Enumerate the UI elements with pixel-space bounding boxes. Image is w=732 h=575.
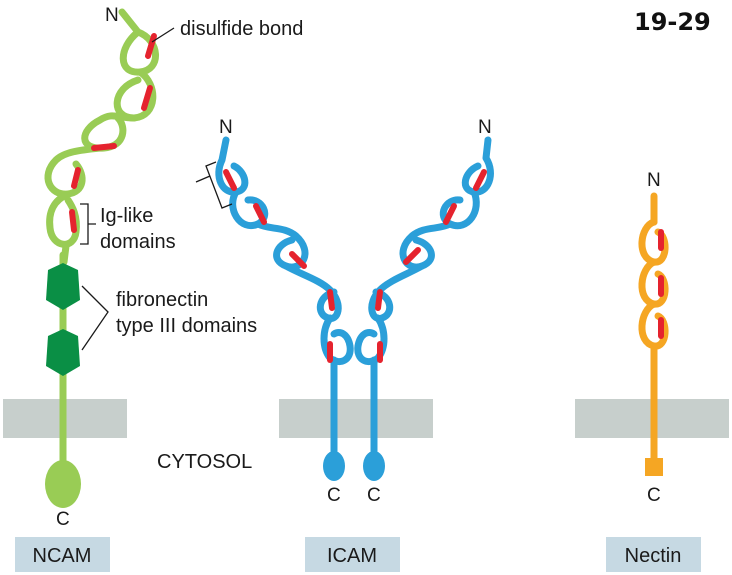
figure-number: 19-29	[634, 8, 711, 36]
ncam-disulfide-4	[71, 167, 81, 189]
icam-disulfide-8	[403, 247, 421, 265]
icam-disulfide-2	[253, 203, 267, 225]
cytosol-label: CYTOSOL	[157, 451, 252, 473]
ncam-disulfide-2	[141, 85, 153, 111]
annotations: disulfide bond Ig-like domains fibronect…	[80, 18, 303, 473]
ncam-caption-box	[15, 537, 110, 572]
nectin-backbone	[638, 192, 669, 464]
icam-disulfide-1	[223, 169, 237, 191]
icam-left-ig-3	[254, 220, 309, 271]
nectin-n-terminus: N	[647, 170, 661, 191]
ncam-ig-domain-3	[81, 112, 138, 152]
icam-backbone	[215, 136, 494, 464]
icam-left-ig-4	[282, 262, 342, 322]
icam-disulfide-4	[327, 289, 335, 311]
disulfide-bond-leader	[151, 27, 175, 43]
ncam-disulfide-3	[91, 143, 117, 151]
ig-like-bracket	[80, 203, 96, 245]
nectin-caption-box	[606, 537, 701, 572]
fibronectin-label-line1: fibronectin	[116, 289, 208, 311]
icam-caption: ICAM	[327, 545, 377, 567]
icam-n-terminus-left: N	[219, 117, 233, 138]
icam-disulfide-9	[375, 289, 383, 311]
icam-tail-left	[323, 451, 345, 481]
termini-labels: N C N N C C N C	[56, 5, 661, 530]
icam-right-ig-3	[399, 220, 454, 271]
ncam-disulfide-1	[145, 33, 157, 59]
icam-disulfide-bonds	[223, 169, 487, 363]
icam-right-ig-5	[354, 314, 388, 365]
ncam-ig-link	[60, 242, 70, 266]
ncam-disulfide-5	[69, 209, 77, 233]
ncam-n-terminus: N	[105, 5, 119, 26]
icam-right-ig-4	[368, 262, 426, 322]
ncam-disulfide-bonds	[69, 33, 157, 233]
ncam-fibronectin-domains	[46, 263, 80, 376]
icam-left-ig-5	[320, 314, 354, 365]
icam-caption-box	[305, 537, 400, 572]
ncam-caption: NCAM	[33, 545, 92, 567]
fibronectin-label-line2: type III domains	[116, 315, 257, 337]
plasma-membrane	[3, 399, 729, 438]
ncam-fibronectin-domain-2	[46, 329, 80, 376]
molecule-captions: NCAM ICAM Nectin	[15, 537, 701, 572]
icam-disulfide-3	[289, 251, 307, 269]
disulfide-bond-label: disulfide bond	[180, 18, 303, 40]
ncam-c-terminus: C	[56, 509, 70, 530]
ncam-ig-domain-4	[44, 144, 104, 198]
icam-n-terminus-right: N	[478, 117, 492, 138]
ncam-fibronectin-domain-1	[46, 263, 80, 310]
icam-cytoplasmic-tails	[323, 451, 385, 481]
ncam-molecule	[44, 8, 159, 508]
ig-like-label-line1: Ig-like	[100, 205, 153, 227]
icam-tail-right	[363, 451, 385, 481]
fibronectin-leaders	[81, 285, 109, 351]
nectin-cytoplasmic-tail	[645, 458, 663, 476]
icam-c-terminus-left: C	[327, 485, 341, 506]
icam-ig-bracket	[195, 161, 233, 209]
nectin-c-terminus: C	[647, 485, 661, 506]
nectin-caption: Nectin	[625, 545, 682, 567]
nectin-molecule	[638, 192, 669, 476]
ig-like-label-line2: domains	[100, 231, 176, 253]
icam-c-terminus-right: C	[367, 485, 381, 506]
icam-disulfide-6	[473, 169, 487, 191]
icam-disulfide-7	[443, 203, 457, 225]
icam-molecule	[215, 136, 494, 481]
membrane-icam	[279, 399, 433, 438]
ncam-cytoplasmic-tail	[45, 460, 81, 508]
